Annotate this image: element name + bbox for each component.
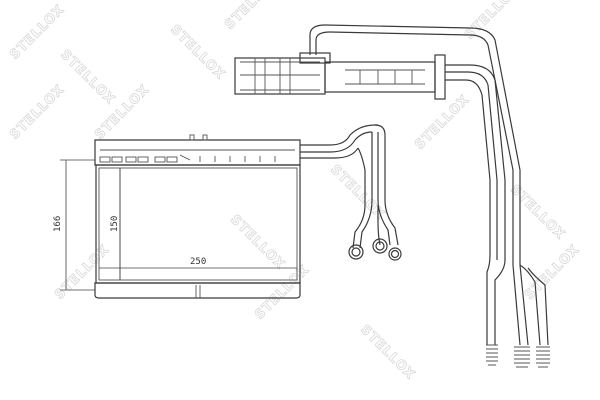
svg-text:STELLOX: STELLOX — [222, 0, 283, 33]
svg-text:STELLOX: STELLOX — [327, 162, 388, 223]
svg-text:STELLOX: STELLOX — [57, 47, 118, 108]
svg-text:STELLOX: STELLOX — [52, 242, 113, 303]
dimension-overall-height: 166 — [53, 216, 63, 232]
heater-core-front-view — [60, 124, 402, 299]
svg-text:STELLOX: STELLOX — [252, 262, 313, 323]
svg-text:STELLOX: STELLOX — [227, 212, 288, 273]
svg-text:STELLOX: STELLOX — [7, 82, 68, 143]
svg-text:STELLOX: STELLOX — [507, 182, 568, 243]
threaded-ends — [486, 344, 550, 368]
dimension-lines — [60, 159, 297, 291]
dimension-core-width: 250 — [190, 257, 206, 267]
dimension-core-height: 150 — [110, 216, 120, 232]
svg-text:STELLOX: STELLOX — [412, 92, 473, 153]
svg-text:STELLOX: STELLOX — [7, 2, 68, 63]
svg-text:STELLOX: STELLOX — [167, 22, 228, 83]
pipe-fitting-group — [348, 238, 402, 261]
heater-core-top-view — [234, 24, 550, 368]
svg-text:STELLOX: STELLOX — [357, 322, 418, 383]
